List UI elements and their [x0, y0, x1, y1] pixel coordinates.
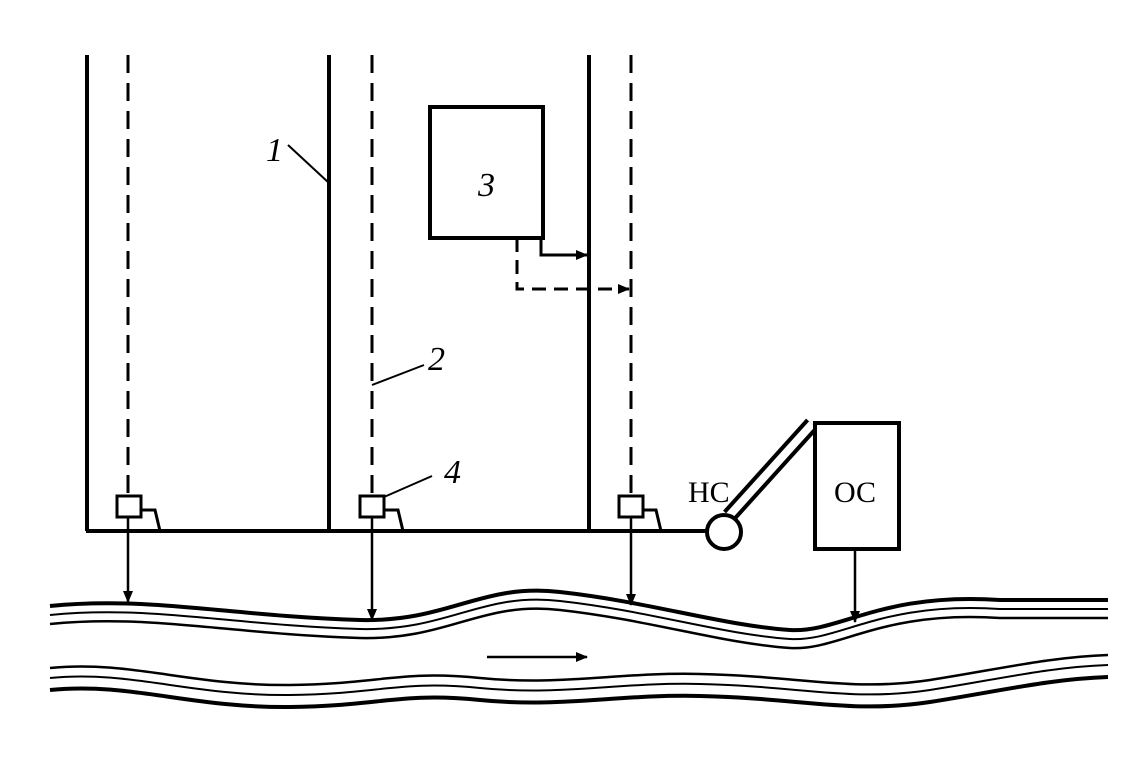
- dashed-sewers: [126, 55, 633, 493]
- enterprise-dashed-outlet: [515, 238, 630, 294]
- enterprise-solid-outlet: [539, 238, 588, 260]
- label-dashed-sewer: 2: [428, 341, 445, 378]
- enterprise-block: [428, 105, 630, 294]
- label-chamber: 4: [444, 454, 461, 491]
- solid-sewers: [85, 55, 591, 531]
- label-treatment: ОС: [834, 476, 876, 509]
- label-pump-station: НС: [688, 476, 730, 509]
- chambers: [115, 494, 663, 621]
- chamber-right: [617, 494, 663, 606]
- river-upper-bank: [49, 588, 1108, 650]
- pump-station: [705, 418, 818, 551]
- chamber-left: [115, 494, 162, 603]
- pump-station-symbol: [705, 513, 743, 551]
- label-enterprise: 3: [477, 167, 495, 204]
- chamber-middle: [358, 494, 405, 621]
- river: [49, 588, 1109, 710]
- leader-lines: [287, 144, 433, 498]
- river-lower-bank: [49, 653, 1109, 710]
- treatment-facility: [813, 421, 901, 623]
- label-solid-sewer: 1: [266, 132, 283, 169]
